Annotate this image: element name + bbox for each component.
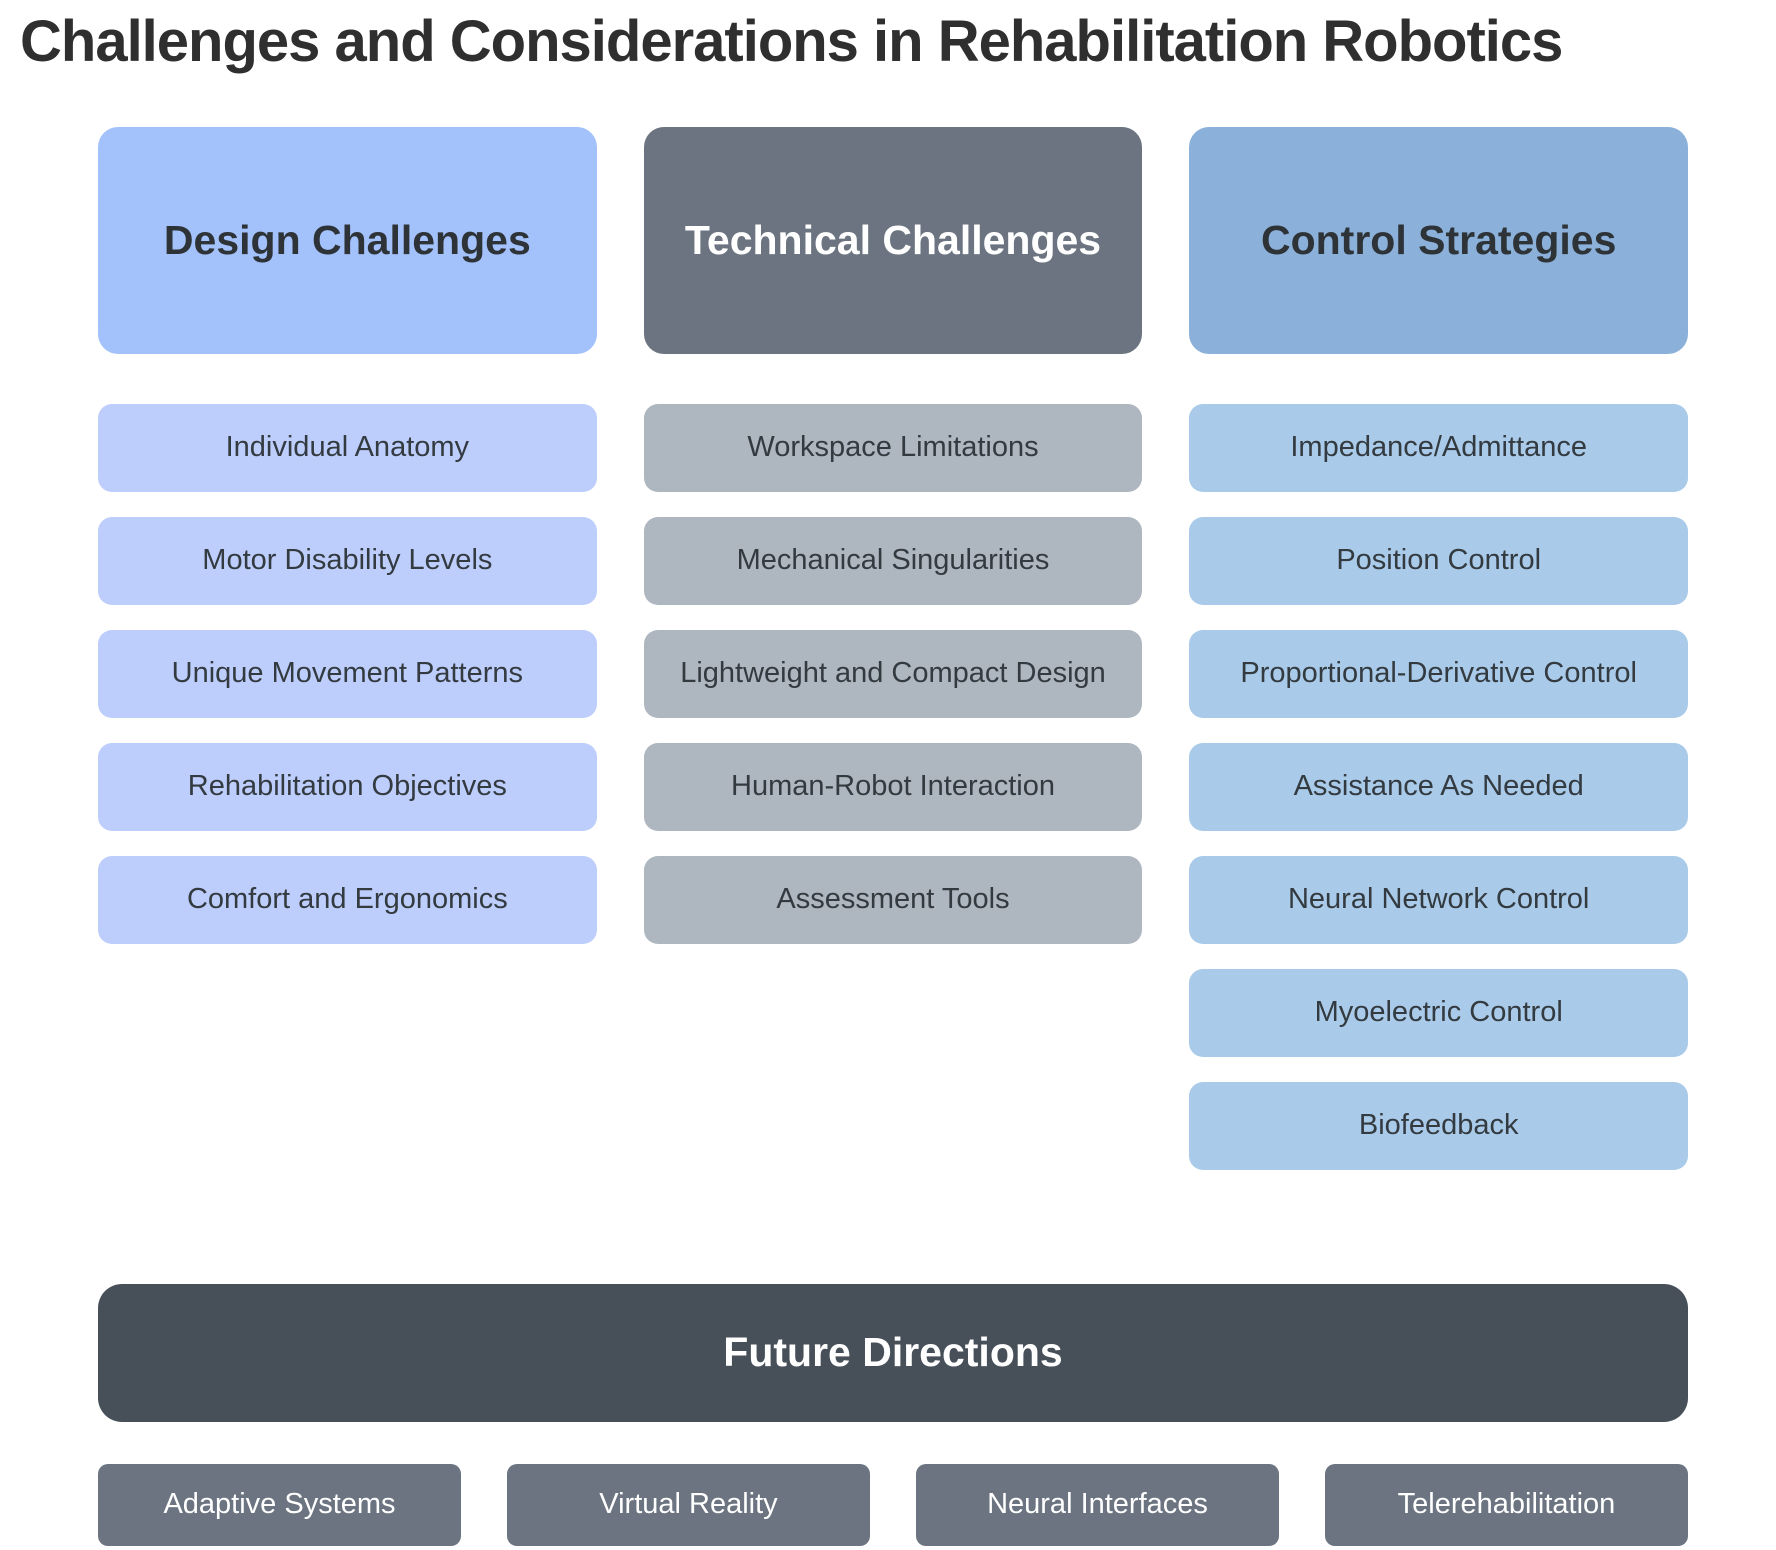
node-impedance-admittance: Impedance/Admittance [1189, 403, 1689, 492]
node-unique-movement-patterns: Unique Movement Patterns [98, 629, 597, 718]
future-directions-row: Adaptive Systems Virtual Reality Neural … [98, 1463, 1688, 1546]
node-neural-network-control: Neural Network Control [1189, 855, 1689, 944]
page-title: Challenges and Considerations in Rehabil… [20, 9, 1563, 74]
column-control-strategies: Control Strategies Impedance/Admittance … [1189, 126, 1689, 1195]
node-assessment-tools: Assessment Tools [643, 855, 1143, 944]
node-biofeedback: Biofeedback [1189, 1081, 1689, 1170]
node-assistance-as-needed: Assistance As Needed [1189, 742, 1689, 831]
design-challenges-header: Design Challenges [98, 126, 597, 354]
node-proportional-derivative-control: Proportional-Derivative Control [1189, 629, 1689, 718]
node-comfort-and-ergonomics: Comfort and Ergonomics [98, 855, 597, 944]
column-design-challenges: Design Challenges Individual Anatomy Mot… [98, 126, 597, 1195]
node-motor-disability-levels: Motor Disability Levels [98, 516, 597, 605]
node-human-robot-interaction: Human-Robot Interaction [643, 742, 1143, 831]
node-rehabilitation-objectives: Rehabilitation Objectives [98, 742, 597, 831]
control-strategies-header: Control Strategies [1189, 126, 1689, 354]
future-directions-banner: Future Directions [98, 1283, 1688, 1422]
node-telerehabilitation: Telerehabilitation [1325, 1463, 1688, 1546]
node-mechanical-singularities: Mechanical Singularities [643, 516, 1143, 605]
node-adaptive-systems: Adaptive Systems [98, 1463, 461, 1546]
node-myoelectric-control: Myoelectric Control [1189, 968, 1689, 1057]
technical-challenges-header: Technical Challenges [643, 126, 1143, 354]
node-virtual-reality: Virtual Reality [507, 1463, 870, 1546]
node-neural-interfaces: Neural Interfaces [916, 1463, 1279, 1546]
node-position-control: Position Control [1189, 516, 1689, 605]
node-individual-anatomy: Individual Anatomy [98, 403, 597, 492]
node-workspace-limitations: Workspace Limitations [643, 403, 1143, 492]
node-lightweight-compact-design: Lightweight and Compact Design [643, 629, 1143, 718]
columns-container: Design Challenges Individual Anatomy Mot… [98, 126, 1689, 1195]
column-technical-challenges: Technical Challenges Workspace Limitatio… [643, 126, 1143, 1195]
